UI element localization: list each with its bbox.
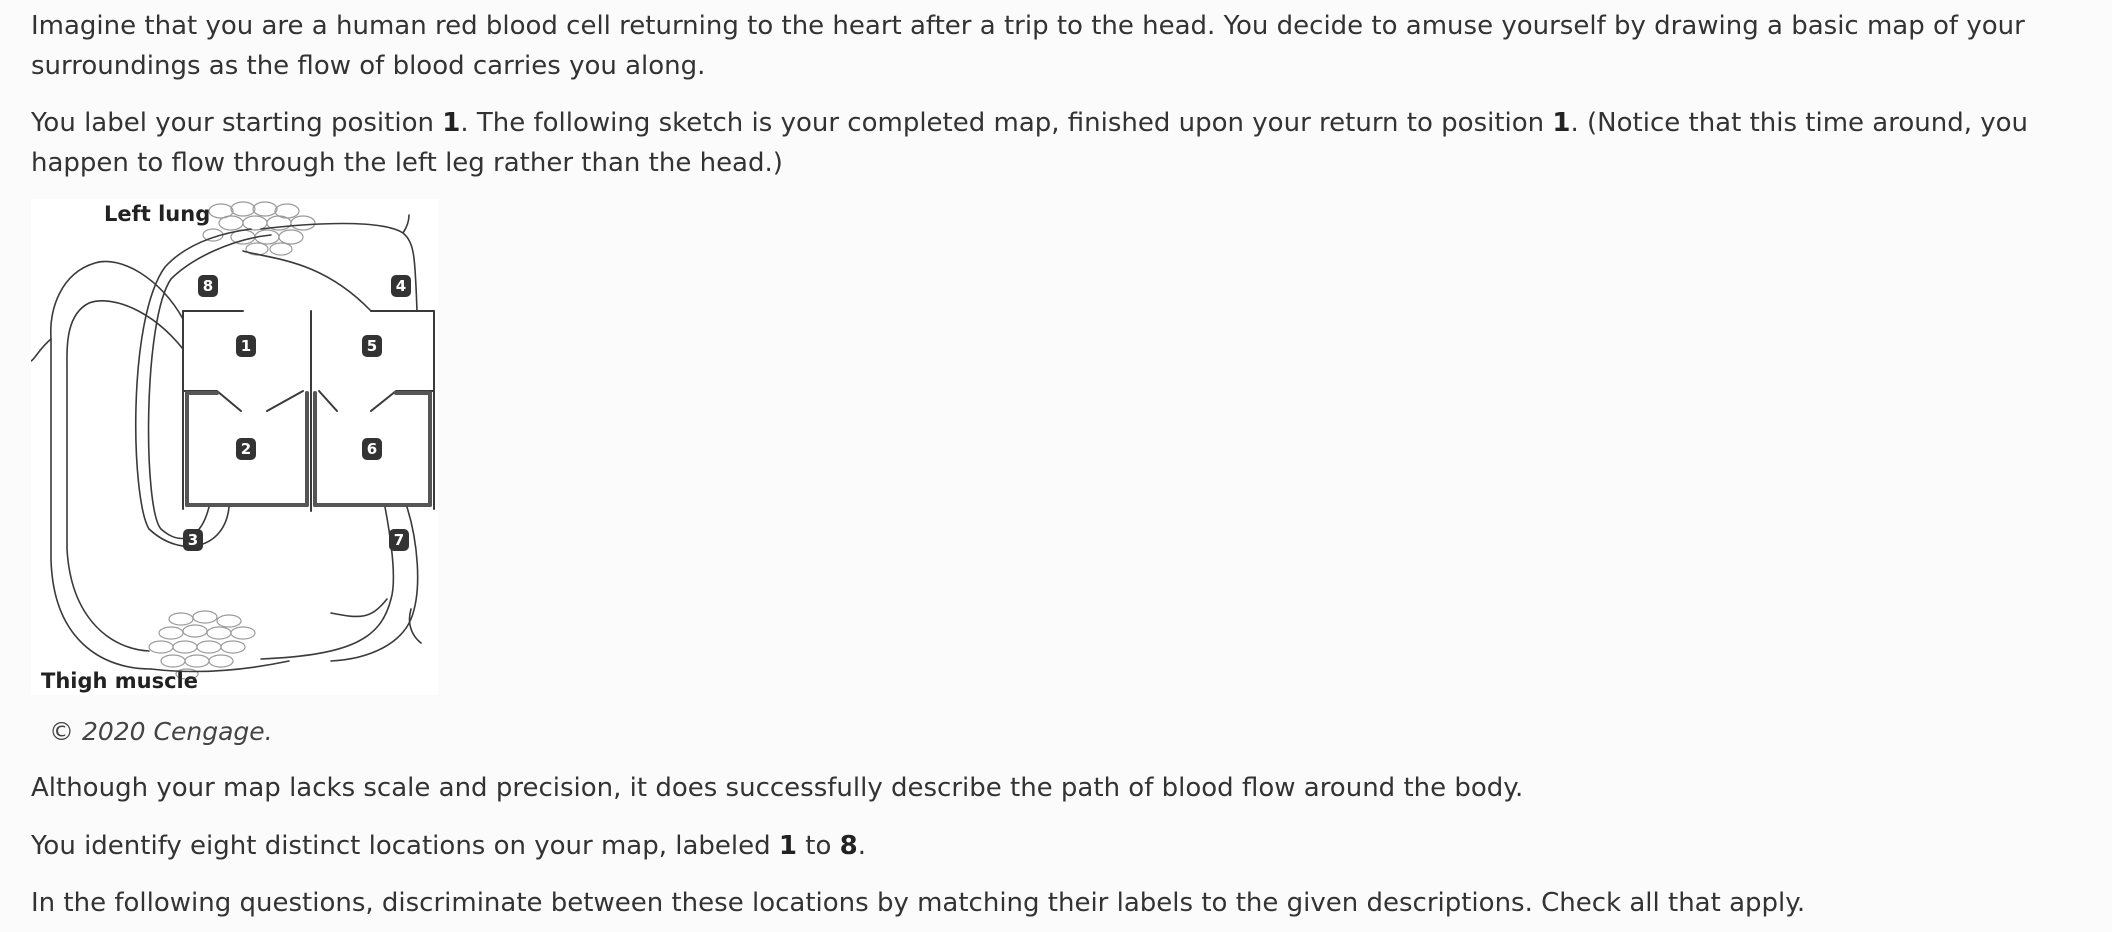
muscle-tissue [148,610,256,680]
right-branch [408,608,422,644]
position-1-label-2: 1 [1552,108,1571,138]
range-start-label: 1 [778,831,798,861]
aorta [260,506,395,660]
marker-3: 3 [183,529,203,551]
outro-paragraph-2: You identify eight distinct locations on… [31,831,867,861]
aorta-inner [330,506,419,662]
marker-4: 4 [391,275,411,297]
figure-caption: © 2020 Cengage. [49,717,273,746]
svg-text:1: 1 [241,337,251,355]
range-end-label: 8 [839,831,858,861]
marker-5: 5 [362,335,382,357]
blood-flow-map-figure: 1 2 3 4 5 [31,199,438,695]
pulmonary-vein [260,222,418,312]
svg-text:3: 3 [188,531,198,549]
marker-1: 1 [236,335,256,357]
marker-8: 8 [198,275,218,297]
vena-cava [50,260,184,670]
marker-2: 2 [236,438,256,460]
label-left-lung: Left lung [104,202,210,226]
thigh-capillary [150,660,290,673]
pulmonary-artery [147,234,272,540]
svg-text:7: 7 [394,531,404,549]
svg-text:5: 5 [367,337,377,355]
marker-7: 7 [389,529,409,551]
marker-6: 6 [362,438,382,460]
markers: 1 2 3 4 5 [183,275,411,551]
pulmonary-vein-inner [242,250,372,312]
heart-walls [185,391,432,507]
vena-cava-inner [66,300,184,652]
label-thigh-muscle: Thigh muscle [41,669,198,693]
svg-text:4: 4 [396,277,406,295]
svg-text:8: 8 [203,277,213,295]
svg-text:2: 2 [241,440,251,458]
outro-paragraph-3: In the following questions, discriminate… [31,888,1806,918]
top-branch [402,214,410,234]
outro-paragraph-1: Although your map lacks scale and precis… [31,773,1524,803]
left-branch [31,338,52,362]
lung-tissue [202,201,316,256]
aorta-branch [330,598,388,618]
svg-text:6: 6 [367,440,377,458]
intro-paragraph-1: Imagine that you are a human red blood c… [31,11,2025,81]
intro-paragraph-2: You label your starting position 1. The … [31,108,2029,178]
position-1-label: 1 [442,108,461,138]
